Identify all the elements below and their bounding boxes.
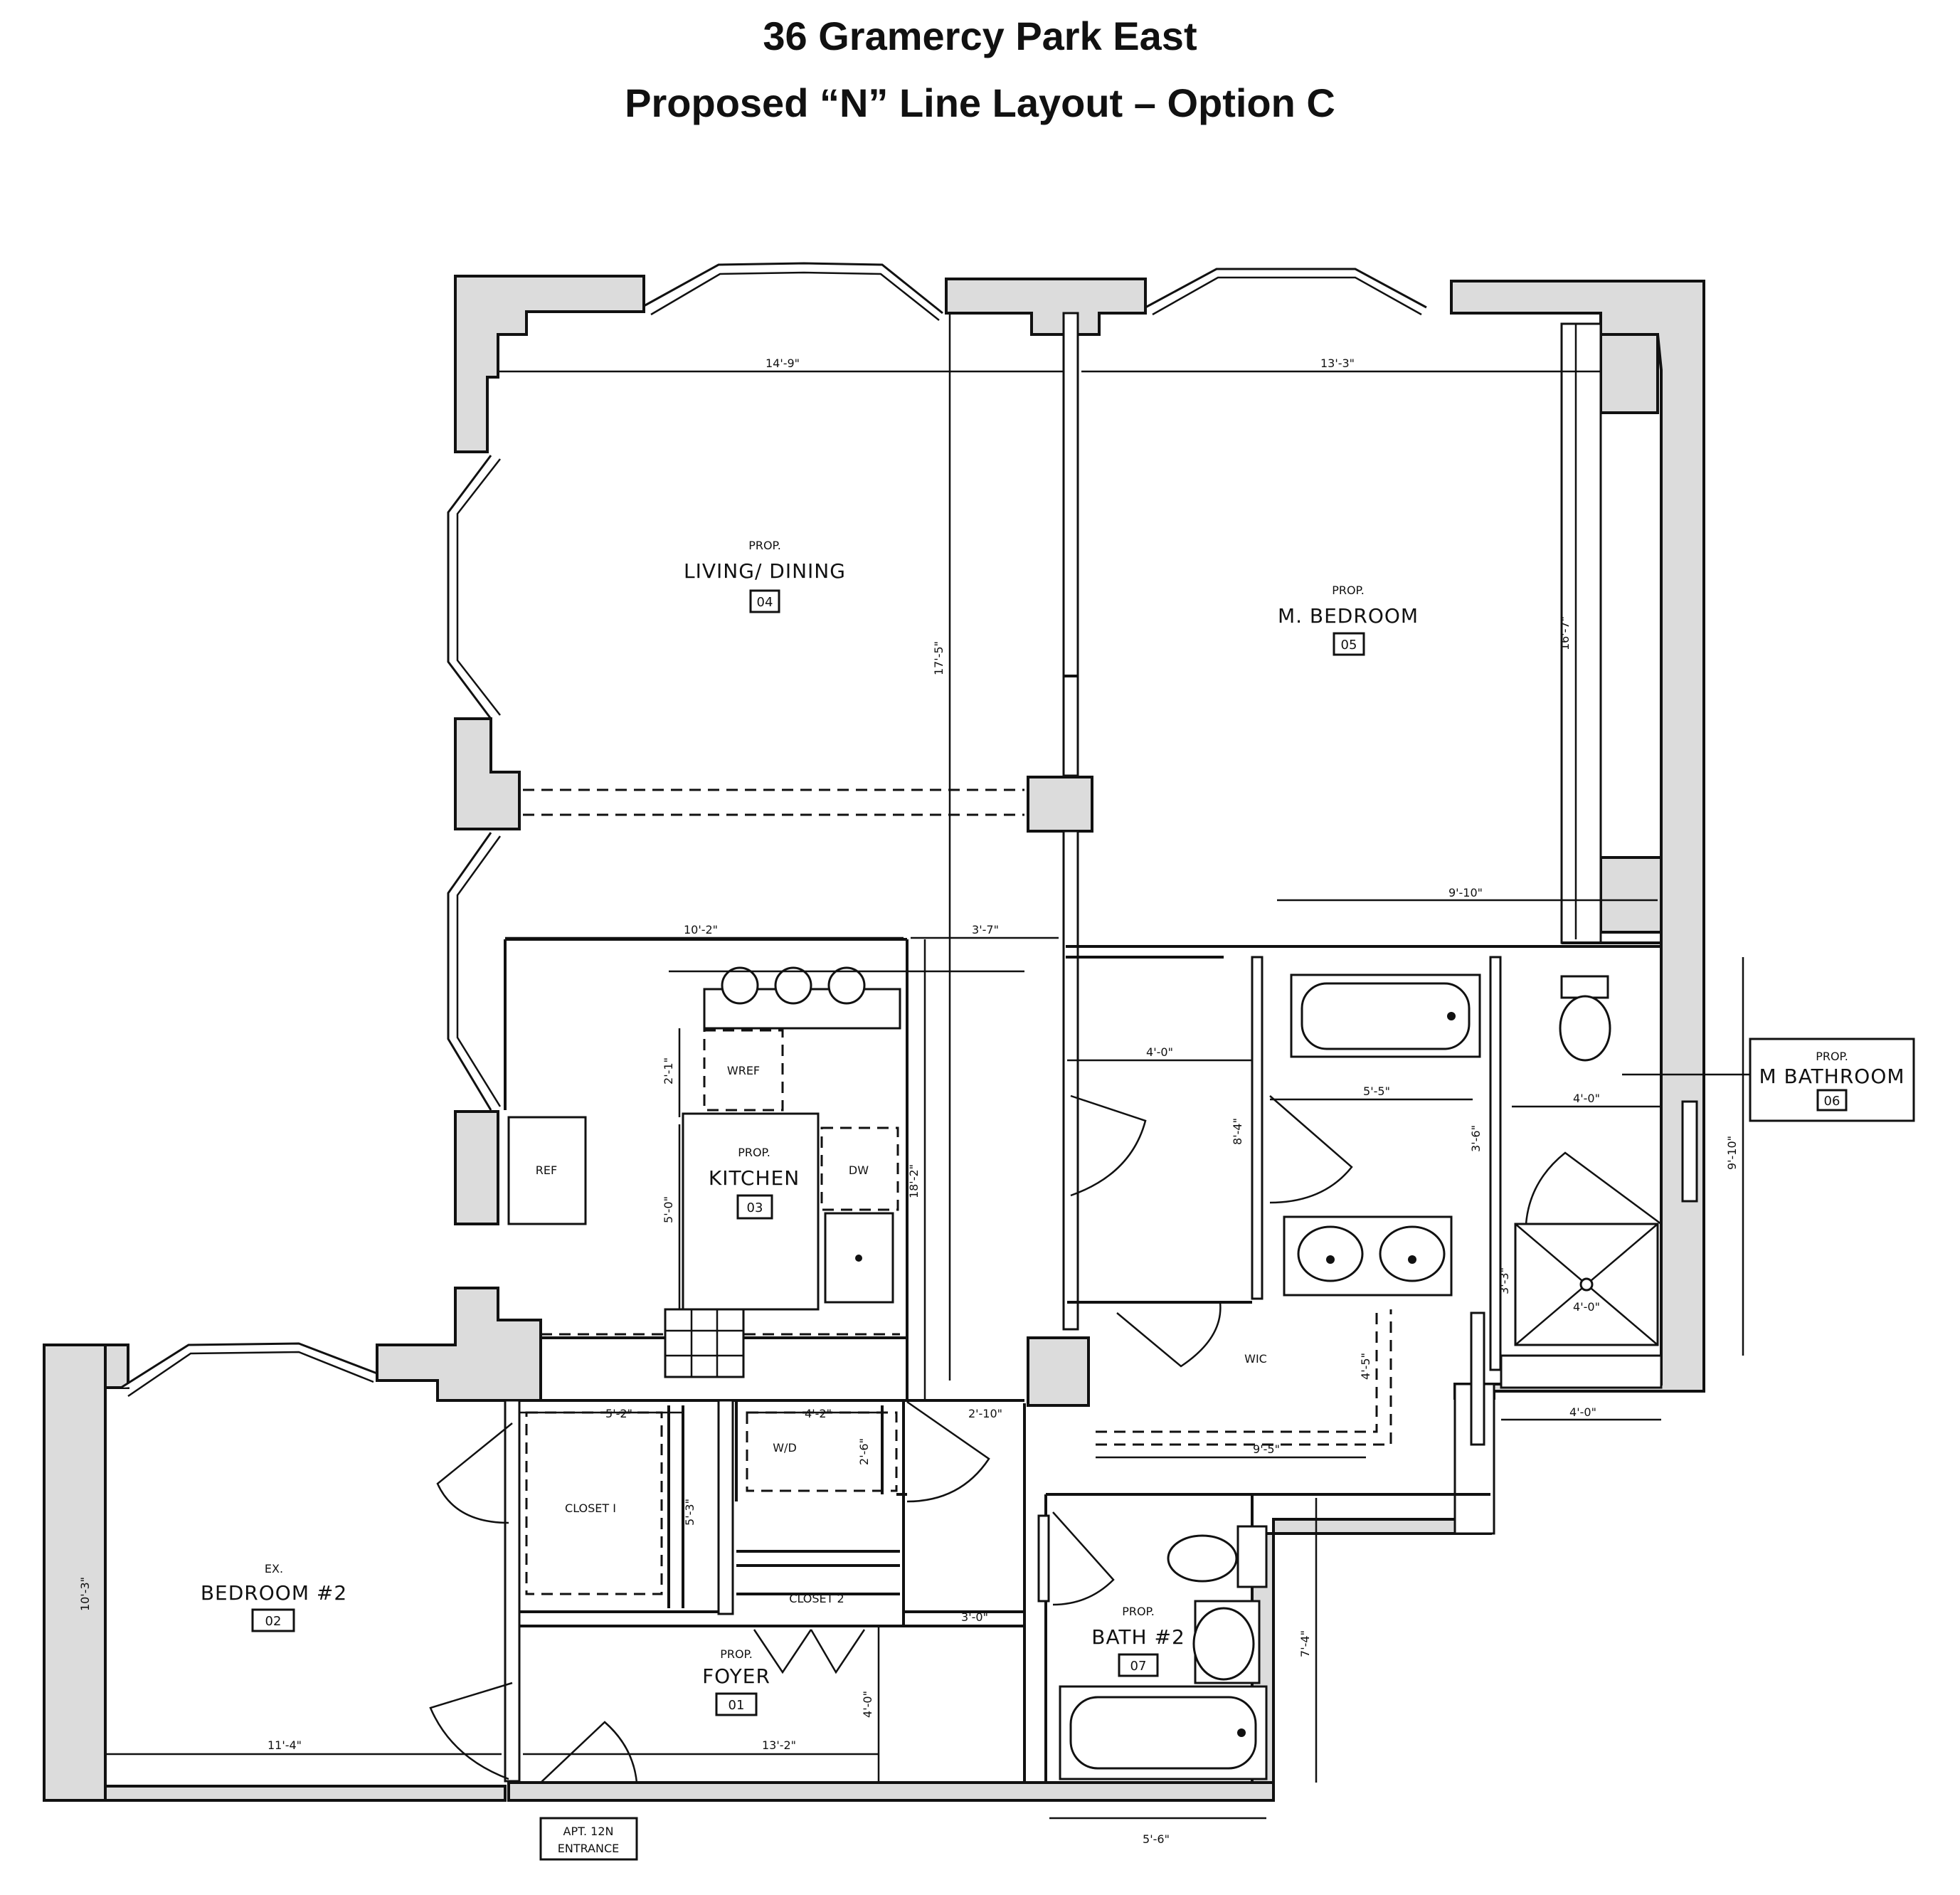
bay-windows	[120, 262, 1427, 1398]
master-bedroom-label: M. BEDROOM	[1278, 604, 1419, 628]
svg-text:PROP.: PROP.	[1332, 584, 1365, 597]
closet-rods	[667, 1405, 900, 1608]
kitchen-fixtures	[507, 966, 1024, 1378]
svg-text:06: 06	[1824, 1094, 1840, 1109]
dim-closet-width: 4'-0"	[1146, 1045, 1173, 1059]
room-master-bedroom: PROP. M. BEDROOM 05	[1278, 584, 1419, 656]
svg-text:01: 01	[729, 1698, 745, 1713]
room-bedroom-2: EX. BEDROOM #2 02	[201, 1562, 347, 1632]
dim-kitchen-depth: 18'-2"	[907, 1164, 921, 1198]
kitchen-label: KITCHEN	[709, 1166, 800, 1190]
dim-foyer-depth: 4'-0"	[861, 1691, 874, 1718]
page-title: 36 Gramercy Park East	[763, 14, 1197, 58]
closet2-label: CLOSET 2	[789, 1592, 844, 1605]
dim-mbath-width: 9'-10"	[1448, 886, 1483, 899]
dim-wic-width: 9'-5"	[1253, 1442, 1280, 1456]
room-bath-2: PROP. BATH #2 07	[1091, 1605, 1185, 1677]
svg-text:05: 05	[1341, 638, 1357, 653]
dim-exterior-width: 4'-0"	[1569, 1405, 1596, 1419]
svg-text:EX.: EX.	[265, 1562, 283, 1575]
master-bath-fixtures	[1283, 973, 1698, 1446]
wd-label: W/D	[773, 1441, 797, 1455]
dw-label: DW	[849, 1163, 869, 1177]
svg-text:02: 02	[265, 1614, 282, 1629]
stove-icon	[664, 1308, 745, 1378]
svg-text:03: 03	[747, 1200, 763, 1215]
dim-wc-width: 4'-0"	[1573, 1092, 1600, 1105]
dim-wd-depth: 2'-6"	[857, 1438, 871, 1465]
dim-wref: 2'-1"	[662, 1057, 675, 1084]
shower-icon	[1514, 1223, 1659, 1346]
dim-vanity-width: 5'-5"	[1363, 1084, 1390, 1098]
ref-label: REF	[536, 1163, 557, 1177]
entrance-label: ENTRANCE	[558, 1842, 620, 1855]
dim-shower-depth: 3'-3"	[1498, 1267, 1511, 1294]
dashed-lines	[523, 788, 1392, 1595]
svg-text:04: 04	[757, 595, 773, 610]
room-foyer: PROP. FOYER 01	[702, 1647, 770, 1716]
dimension-text: 14'-9" 13'-3" 17'-5" 16'-7" 9'-10" 10'-2…	[78, 357, 1739, 1846]
dim-living-depth: 17'-5"	[932, 641, 945, 675]
dim-closet1-depth: 5'-3"	[683, 1499, 696, 1526]
dim-foyer-width: 13'-2"	[762, 1738, 796, 1752]
dim-bath2-width: 5'-6"	[1143, 1832, 1170, 1846]
svg-text:PROP.: PROP.	[748, 539, 781, 552]
svg-text:PROP.: PROP.	[720, 1647, 753, 1661]
living-dining-label: LIVING/ DINING	[684, 559, 846, 583]
svg-text:PROP.: PROP.	[1816, 1050, 1848, 1063]
dim-wic-depth: 4'-5"	[1359, 1353, 1372, 1380]
wic-label: WIC	[1244, 1352, 1267, 1366]
closet1-label: CLOSET I	[565, 1501, 616, 1515]
dim-hall-2: 2'-10"	[968, 1407, 1002, 1420]
interior-walls	[504, 312, 1663, 1783]
dim-living-width: 14'-9"	[766, 357, 800, 370]
master-bathroom-label: M BATHROOM	[1759, 1065, 1905, 1088]
dim-hall-3: 3'-0"	[961, 1610, 988, 1624]
foyer-label: FOYER	[702, 1664, 770, 1688]
dim-mbath-depth: 9'-10"	[1725, 1136, 1739, 1170]
svg-text:PROP.: PROP.	[1122, 1605, 1155, 1618]
dim-bed2-depth: 10'-3"	[78, 1577, 92, 1611]
bedroom-2-label: BEDROOM #2	[201, 1581, 347, 1605]
room-master-bathroom: PROP. M BATHROOM 06	[1622, 1038, 1915, 1122]
dim-hall-width: 3'-7"	[972, 923, 999, 936]
svg-text:PROP.: PROP.	[738, 1146, 770, 1159]
dim-bath2-depth: 7'-4"	[1298, 1630, 1312, 1657]
dim-mbed-depth: 16'-7"	[1558, 616, 1572, 650]
dim-closet1-width: 5'-2"	[605, 1407, 632, 1420]
dim-bed2-width: 11'-4"	[267, 1738, 302, 1752]
dim-shower-width: 4'-0"	[1573, 1300, 1600, 1314]
room-kitchen: PROP. KITCHEN 03	[709, 1146, 800, 1220]
bath2-fixtures	[1037, 1514, 1268, 1780]
dim-mbed-width: 13'-3"	[1320, 357, 1355, 370]
svg-text:07: 07	[1130, 1659, 1147, 1674]
dim-island: 5'-0"	[662, 1196, 675, 1223]
room-living: PROP. LIVING/ DINING 04	[684, 539, 846, 613]
page-subtitle: Proposed “N” Line Layout – Option C	[625, 80, 1335, 125]
bath-2-label: BATH #2	[1091, 1625, 1185, 1649]
dimension-lines	[105, 313, 1744, 1820]
entrance-apt-label: APT. 12N	[563, 1825, 614, 1838]
wref-label: WREF	[727, 1064, 760, 1077]
fixture-labels: WREF REF DW W/D CLOSET I CLOSET 2 WIC	[536, 1064, 1267, 1605]
dim-closet-depth: 8'-4"	[1231, 1118, 1244, 1145]
apartment-entrance: APT. 12N ENTRANCE	[539, 1817, 638, 1861]
doors	[429, 1094, 1662, 1783]
dim-kitchen-width: 10'-2"	[684, 923, 718, 936]
dim-vanity-depth: 3'-6"	[1469, 1125, 1483, 1152]
dim-wd-width: 4'-2"	[805, 1407, 832, 1420]
